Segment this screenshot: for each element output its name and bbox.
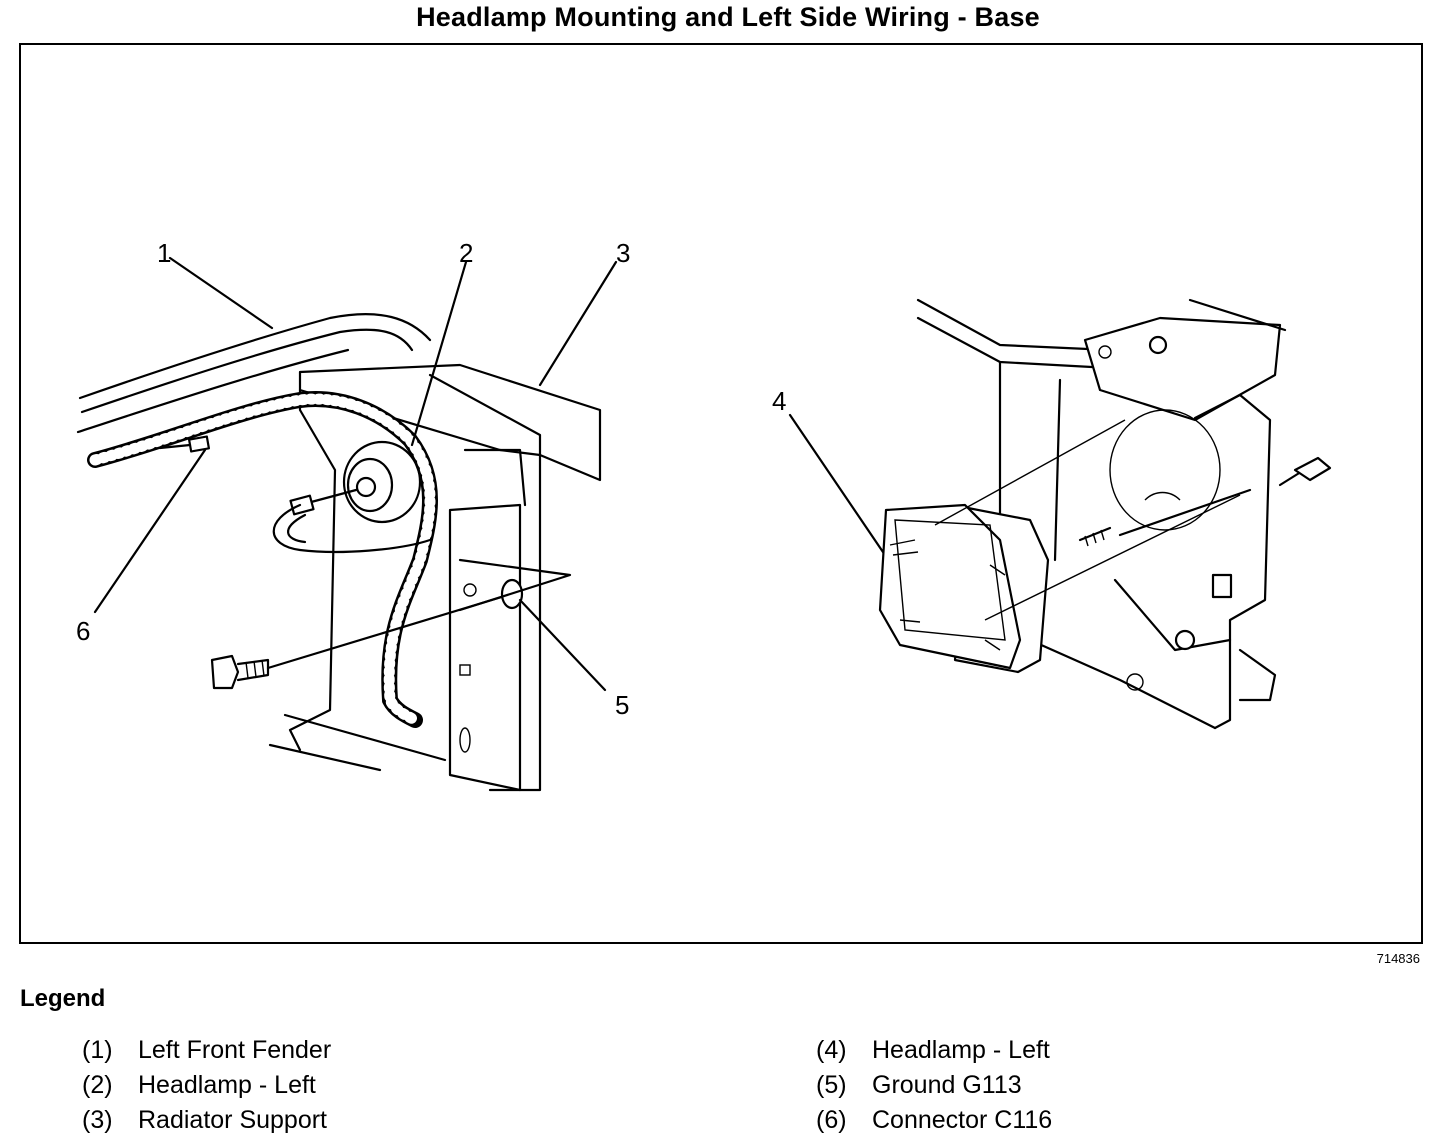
radiator-support-bracket-drawing [916, 298, 1287, 730]
legend-item-6: (6) Connector C116 [816, 1106, 1052, 1135]
callout-3: 3 [616, 238, 630, 268]
illustration-frame [19, 43, 1423, 944]
callout-6: 6 [76, 616, 90, 646]
legend-item-num: (2) [82, 1071, 113, 1099]
left-front-fender-drawing [76, 313, 432, 434]
callout-5: 5 [615, 690, 629, 720]
ground-bolt-drawing [210, 558, 572, 690]
callout-2: 2 [459, 238, 473, 268]
legend-item-1: (1) Left Front Fender [82, 1036, 331, 1065]
legend-item-label: Radiator Support [138, 1106, 328, 1134]
headlamp-mount-lines-drawing [934, 419, 1332, 621]
figure-id: 714836 [1376, 951, 1420, 966]
legend-item-label: Left Front Fender [138, 1036, 332, 1064]
legend-item-2: (2) Headlamp - Left [82, 1071, 316, 1100]
legend-item-4: (4) Headlamp - Left [816, 1036, 1050, 1065]
radiator-support-drawing [268, 363, 602, 792]
legend-item-num: (1) [82, 1036, 113, 1064]
wiring-harness-drawing [87, 391, 438, 728]
connector-c116-drawing [158, 435, 211, 453]
legend-item-label: Headlamp - Left [138, 1071, 316, 1099]
leader-lines [93, 256, 887, 692]
legend-item-3: (3) Radiator Support [82, 1106, 327, 1135]
callout-1: 1 [157, 238, 171, 268]
headlamp-socket-drawing [289, 440, 422, 524]
callout-4: 4 [772, 386, 786, 416]
legend-item-label: Ground G113 [872, 1071, 1022, 1099]
legend-item-num: (3) [82, 1106, 113, 1134]
legend-item-num: (5) [816, 1071, 847, 1099]
legend-item-num: (4) [816, 1036, 847, 1064]
legend-item-num: (6) [816, 1106, 847, 1134]
legend-item-label: Connector C116 [872, 1106, 1053, 1134]
legend-item-5: (5) Ground G113 [816, 1071, 1022, 1100]
legend-heading: Legend [20, 985, 106, 1012]
headlamp-left-drawing [878, 503, 1050, 674]
diagram-title: Headlamp Mounting and Left Side Wiring -… [416, 2, 1040, 32]
legend-item-label: Headlamp - Left [872, 1036, 1050, 1064]
